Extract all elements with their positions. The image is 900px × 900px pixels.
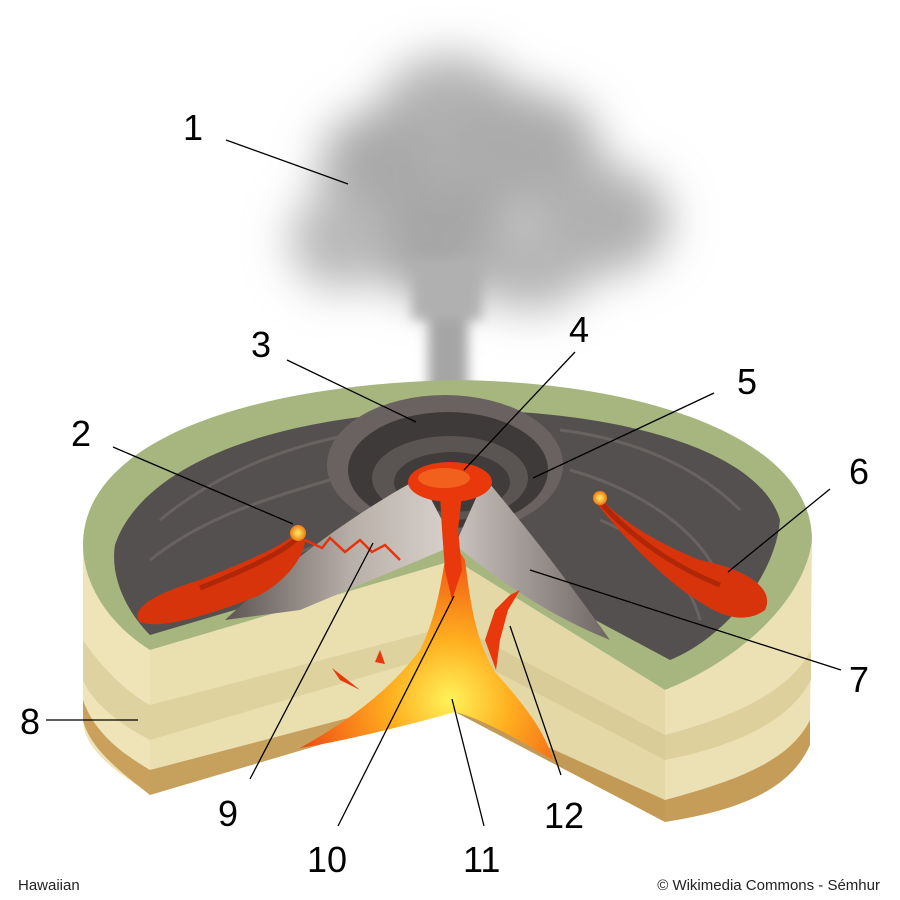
smoke-column — [412, 260, 482, 400]
label-3: 3 — [251, 324, 271, 365]
main-cone-right — [455, 478, 610, 640]
leader-2 — [112, 446, 294, 525]
label-2: 2 — [71, 413, 91, 454]
caption-eruption-type: Hawaiian — [18, 877, 80, 894]
label-10: 10 — [307, 839, 347, 880]
label-4: 4 — [569, 309, 589, 350]
ash-plume — [290, 55, 670, 310]
caption-credit: © Wikimedia Commons - Sémhur — [657, 877, 880, 894]
label-9: 9 — [218, 793, 238, 834]
label-11: 11 — [463, 839, 500, 880]
vent-right — [593, 491, 607, 505]
lava-flow-right — [598, 498, 768, 618]
leader-5 — [532, 392, 715, 479]
leader-4 — [463, 351, 576, 471]
leader-11 — [451, 698, 485, 827]
label-12: 12 — [544, 795, 584, 836]
dike — [485, 590, 520, 670]
label-1: 1 — [183, 107, 203, 148]
fissure — [304, 536, 401, 561]
label-6: 6 — [849, 451, 869, 492]
leader-3 — [286, 359, 417, 423]
leader-9 — [249, 542, 374, 780]
leader-1 — [225, 139, 349, 185]
main-conduit — [440, 495, 462, 600]
vent-left — [290, 525, 306, 541]
leader-7 — [529, 569, 842, 671]
label-5: 5 — [737, 361, 757, 402]
leader-12 — [509, 625, 562, 776]
magma-chamber — [300, 545, 553, 760]
leader-6 — [727, 488, 831, 573]
label-8: 8 — [20, 701, 40, 742]
leader-10 — [337, 595, 455, 827]
label-7: 7 — [849, 659, 869, 700]
